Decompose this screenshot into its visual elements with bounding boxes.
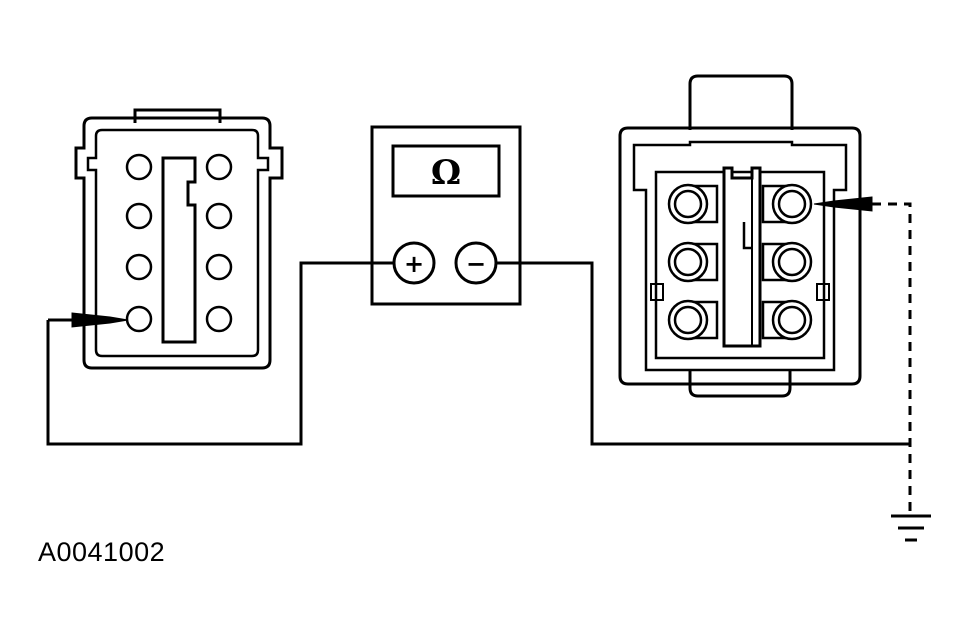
ohmmeter-display: [391, 144, 501, 198]
right-connector-pins: [667, 183, 813, 341]
right-connector-housing-outer: [618, 126, 862, 386]
left-pin-2: [205, 153, 233, 181]
left-pin-7: [125, 305, 153, 333]
left-pin-6: [205, 253, 233, 281]
left-test-probe-icon: [48, 312, 129, 328]
left-connector-center-key: [161, 156, 197, 344]
negative-lead-wire: [496, 261, 910, 446]
ground-icon: [891, 514, 931, 542]
left-connector-housing-inner: [86, 128, 270, 358]
left-pin-4: [205, 202, 233, 230]
right-connector-bottom-latch: [688, 370, 792, 398]
left-pin-3: [125, 202, 153, 230]
right-connector-top-latch: [688, 74, 794, 130]
positive-terminal-symbol: +: [404, 250, 424, 278]
left-connector: [74, 108, 284, 370]
ground-dashed-lead: [872, 202, 912, 513]
right-connector-cavity: [654, 170, 826, 360]
left-pin-1: [125, 153, 153, 181]
left-connector-pins: [125, 153, 233, 333]
right-connector: [618, 74, 862, 398]
left-pin-5: [125, 253, 153, 281]
ohm-symbol: Ω: [431, 153, 461, 193]
right-test-probe-icon: [813, 196, 873, 212]
ohmmeter-body: [370, 125, 522, 306]
left-connector-housing-outer: [74, 116, 284, 370]
wiring: [46, 261, 910, 446]
right-connector-center-key: [722, 166, 762, 348]
figure-id-label: A0041002: [38, 537, 166, 567]
positive-lead-wire: [46, 261, 394, 446]
negative-terminal-symbol: −: [466, 250, 486, 278]
ohmmeter: Ω + −: [370, 125, 522, 306]
right-connector-housing-inner: [632, 140, 848, 372]
left-pin-8: [205, 305, 233, 333]
